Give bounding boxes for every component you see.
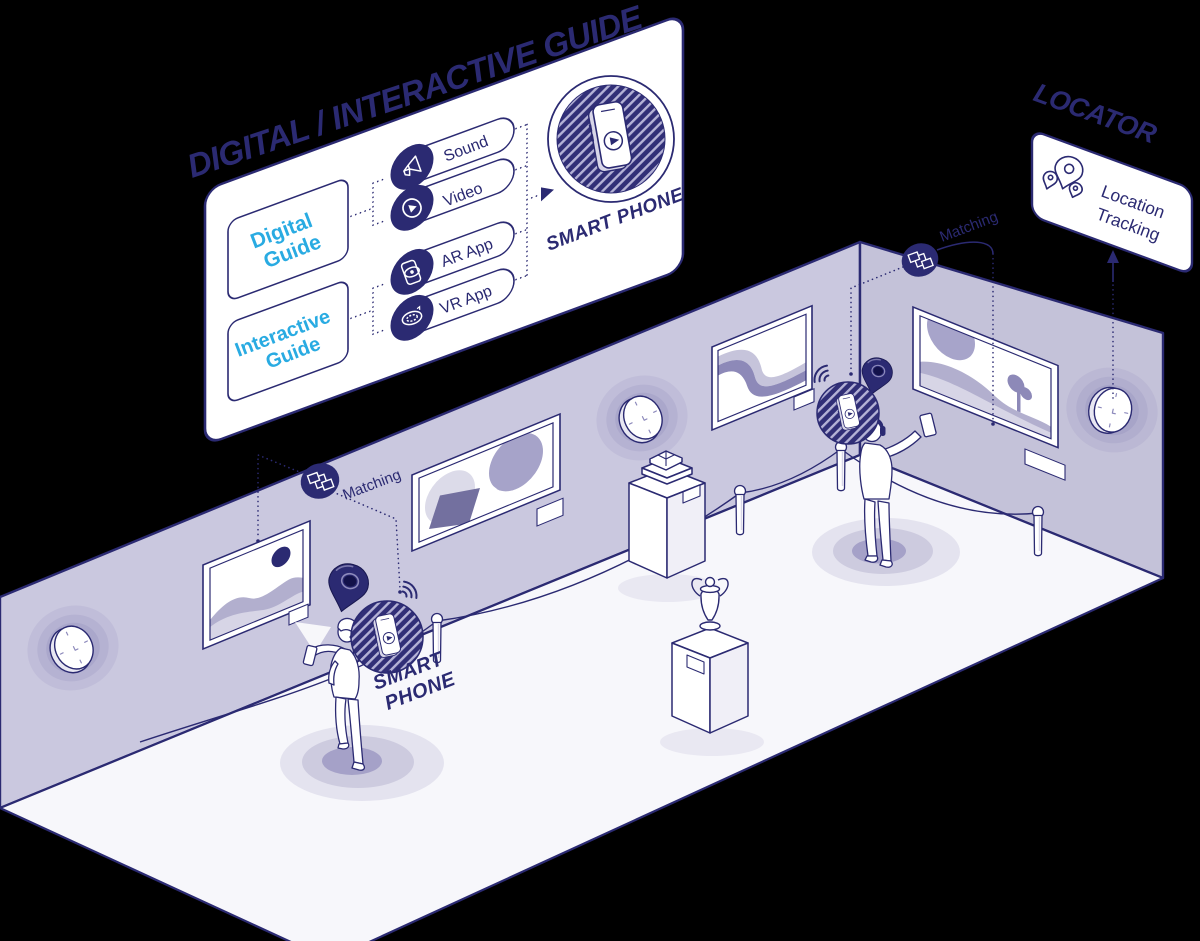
smartphone-badge-large: [547, 75, 675, 203]
video-play-icon: [402, 198, 422, 218]
sound-speaker-icon: [403, 155, 422, 177]
digital-guide-box: [227, 179, 349, 300]
woman-arm-right: [328, 660, 339, 686]
stanchion-post: [1031, 505, 1045, 557]
painting-1: [202, 519, 311, 651]
pedestal-trophy: [671, 576, 749, 734]
woman-foot-back: [351, 761, 366, 771]
open-book: [649, 450, 683, 471]
man-headphone-cup: [880, 426, 886, 436]
painting-2-artwork: [425, 432, 543, 529]
ar-app-icon: [400, 259, 422, 285]
man-torso: [859, 442, 893, 500]
pedestal-trophy-plaque: [686, 654, 705, 675]
phone-flash-beam: [295, 622, 331, 653]
man-foot-left: [864, 555, 879, 563]
painting-1-plaque: [288, 603, 309, 626]
visitor-woman: [295, 617, 366, 771]
woman-torso: [329, 647, 360, 700]
connector-lines: [256, 241, 1119, 594]
painting-4-plaque: [1024, 448, 1066, 481]
painting-2: [411, 412, 561, 553]
matching-badge-left: [300, 463, 340, 499]
locator-arrow-icon: [1107, 250, 1119, 263]
location-pins-icon: [1042, 155, 1084, 199]
woman-phone: [302, 644, 318, 667]
painting-3-artwork: [718, 349, 806, 397]
painting-1-artwork: [210, 546, 303, 641]
trophy: [691, 576, 729, 631]
interactive-guide-box: [227, 281, 349, 402]
matching-line-to-painting4: [936, 241, 994, 255]
rope-segment: [739, 448, 842, 494]
man-phone: [919, 412, 937, 438]
painting-3: [711, 304, 813, 432]
matching-line-to-phone2: [850, 266, 904, 372]
painting-2-plaque: [536, 497, 564, 527]
painting-3-plaque: [793, 387, 815, 411]
man-foot-right: [879, 559, 893, 568]
matching-badge-right: [901, 243, 939, 277]
vr-360-icon: [401, 305, 423, 326]
smartphone-hatch-badge-woman: [350, 600, 424, 674]
flow-arrow-icon: [541, 187, 554, 202]
woman-foot-front: [337, 742, 350, 750]
stanchion-post: [733, 484, 747, 536]
smartphone-hatch-badge-man: [816, 381, 880, 445]
pedestal-book: [628, 450, 706, 579]
pedestal-book-plaque: [682, 484, 701, 504]
stanchion-post: [834, 440, 848, 492]
matching-label-right: Matching: [937, 208, 1000, 246]
pedestal-trophy-shadow: [660, 728, 764, 756]
guide-panel-connectors: [350, 123, 540, 336]
matching-line-to-painting1: [257, 453, 303, 539]
matching-line-to-phone1: [332, 491, 401, 590]
visitor-man: [858, 412, 937, 568]
man-leg-left: [863, 498, 878, 557]
man-arm-right: [878, 430, 922, 459]
